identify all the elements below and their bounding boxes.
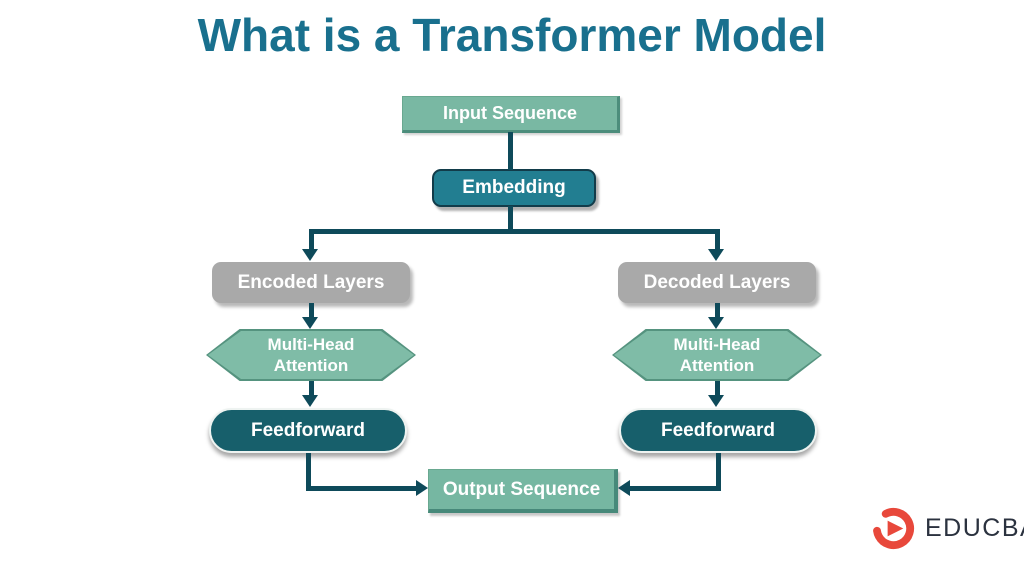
attention-label-line1: Multi-Head [673,335,761,354]
decoded-layers-label: Decoded Layers [643,271,791,293]
multi-head-attention-encoder-body: Multi-Head Attention [208,331,414,379]
connector-feedforward-right-down [716,453,721,491]
connector-split-right-stub [715,229,720,249]
attention-label-line2: Attention [273,356,349,375]
connector-feedforward-right-across [630,486,721,491]
connector-split-bar [309,229,720,234]
multi-head-attention-encoder-node: Multi-Head Attention [206,329,416,381]
connector-decoded-to-attention [715,303,720,318]
input-sequence-label: Input Sequence [442,103,577,123]
arrowhead-to-feedforward-left [302,395,318,407]
page-title: What is a Transformer Model [197,9,827,61]
feedforward-encoder-node: Feedforward [209,408,407,453]
arrowhead-to-attention-left [302,317,318,329]
connector-input-to-embedding [508,132,513,170]
attention-label-line1: Multi-Head [267,335,355,354]
arrowhead-to-output-right [618,480,630,496]
encoded-layers-label: Encoded Layers [237,271,385,293]
connector-embedding-stem [508,206,513,233]
connector-encoded-to-attention [309,303,314,318]
encoded-layers-node: Encoded Layers [212,262,410,303]
attention-label-line2: Attention [679,356,755,375]
arrowhead-to-output-left [416,480,428,496]
embedding-label: Embedding [462,177,566,198]
connector-feedforward-left-across [306,486,416,491]
multi-head-attention-decoder-node: Multi-Head Attention [612,329,822,381]
connector-split-left-stub [309,229,314,249]
feedforward-decoder-node: Feedforward [619,408,817,453]
connector-attention-to-feedforward-right [715,381,720,396]
arrowhead-to-attention-right [708,317,724,329]
multi-head-attention-decoder-body: Multi-Head Attention [614,331,820,379]
educba-logo: EDUCBA [870,505,1024,552]
connector-attention-to-feedforward-left [309,381,314,396]
output-sequence-label: Output Sequence [442,478,601,500]
educba-logo-icon [870,505,917,552]
feedforward-label: Feedforward [660,419,776,441]
arrowhead-to-decoded-layers [708,249,724,261]
arrowhead-to-encoded-layers [302,249,318,261]
embedding-node: Embedding [432,169,596,207]
connector-feedforward-left-down [306,453,311,491]
decoded-layers-node: Decoded Layers [618,262,816,303]
educba-logo-text: EDUCBA [925,514,1024,542]
input-sequence-node: Input Sequence [402,96,620,133]
output-sequence-node: Output Sequence [428,469,618,513]
feedforward-label: Feedforward [250,419,366,441]
arrowhead-to-feedforward-right [708,395,724,407]
